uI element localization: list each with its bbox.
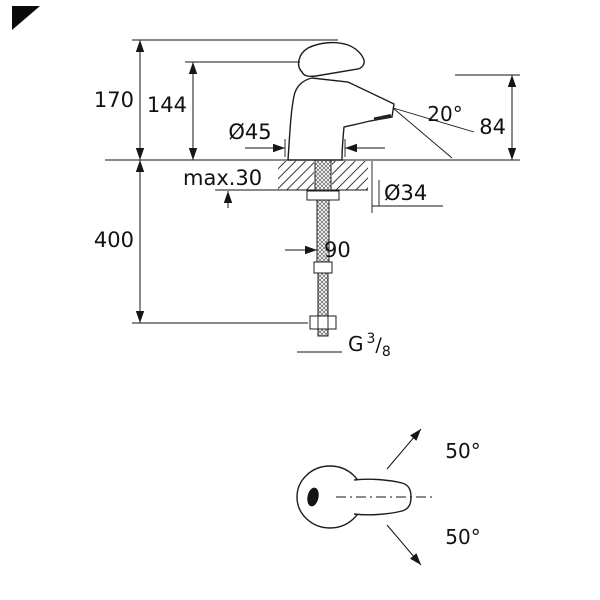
flex-hose-lower: [317, 272, 329, 317]
dim-50deg-upper-label: 50°: [445, 439, 480, 463]
aerator-slot-top-view: [307, 487, 319, 507]
dim-400-label: 400: [94, 228, 134, 252]
dim-170-label: 170: [94, 88, 134, 112]
thread-stub: [317, 328, 329, 337]
faucet-body-top-view: [296, 465, 364, 529]
dim-144-label: 144: [147, 93, 187, 117]
hose-coupling: [313, 261, 333, 274]
dim-50deg-lower-label: 50°: [445, 525, 480, 549]
swing-line-upper: [386, 428, 422, 470]
deck-section-hatch-left: [278, 161, 314, 190]
dimension-400: 400: [94, 160, 308, 324]
dimension-90: 90: [285, 238, 351, 262]
swing-line-lower: [386, 524, 422, 566]
side-view: 170 144 84 20° Ø45: [94, 39, 520, 360]
dimension-max30: max.30: [183, 166, 262, 208]
dimension-144: 144: [147, 61, 300, 160]
dimension-d34: Ø34: [371, 161, 443, 213]
corner-watermark-triangle: [12, 6, 40, 30]
dim-20deg-label: 20°: [427, 102, 462, 126]
hose-end-nut: [309, 315, 337, 330]
deck-section-hatch-right: [332, 161, 368, 190]
dimension-d45: Ø45: [228, 120, 385, 157]
mounting-nut: [306, 190, 340, 201]
aerator-outlet: [373, 114, 392, 121]
dimension-84: 84: [455, 74, 520, 160]
dim-d45-label: Ø45: [228, 120, 271, 144]
dim-90-label: 90: [324, 238, 351, 262]
dimension-170: 170: [94, 39, 338, 160]
dim-84-label: 84: [479, 115, 506, 139]
faucet-lever-handle: [297, 41, 365, 78]
dimension-angle-20: 20°: [392, 102, 475, 159]
top-view: 50° 50°: [296, 428, 481, 566]
dim-d34-label: Ø34: [384, 181, 427, 205]
dim-max30-label: max.30: [183, 166, 262, 190]
faucet-body-spout: [287, 77, 395, 161]
